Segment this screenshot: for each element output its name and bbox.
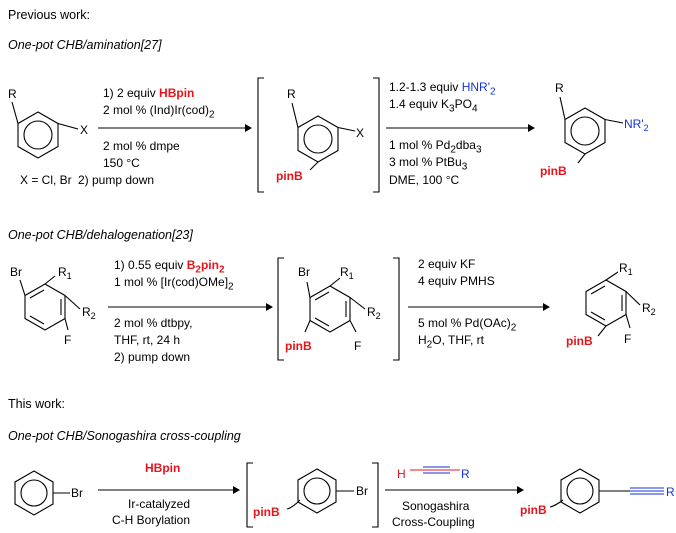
s3-int-pinb-label: pinB — [253, 505, 280, 519]
s2-condition-4: THF, rt, 24 h — [114, 333, 181, 347]
s1-int-r-label: R — [287, 87, 296, 101]
s2-intermediate: Br R1 R2 F pinB — [277, 257, 400, 361]
s2-reagent-4: H2O, THF, rt — [418, 333, 485, 351]
s2-sm-r2-label: R2 — [82, 305, 96, 321]
s1-reagent-1: 1.2-1.3 equiv HNR'2 — [389, 80, 496, 98]
s1-int-pinb-label: pinB — [276, 169, 303, 183]
s2-sm-r1-label: R1 — [58, 265, 72, 281]
s3-bracket-left — [246, 462, 253, 528]
s3-sm-br-label: Br — [71, 486, 83, 500]
s1-prod-amine-label: NR'2 — [624, 117, 649, 133]
s2-reagent-b2pin2: B2pin2 — [186, 258, 225, 276]
s2-condition-5: 2) pump down — [114, 350, 191, 364]
s3-alkyne-r-label: R — [461, 467, 470, 481]
s2-product: R1 R2 F pinB — [566, 261, 656, 348]
s1-reagent-5: DME, 100 °C — [389, 173, 460, 187]
s3-prod-r-label: R — [666, 485, 675, 499]
s3-condition-2: C-H Borylation — [112, 513, 191, 527]
s1-int-x-label: X — [356, 126, 364, 140]
s3-bracket-right — [372, 462, 379, 528]
s1-intermediate: R X pinB — [257, 77, 380, 193]
s3-condition-4: Cross-Coupling — [392, 515, 475, 529]
s2-int-r1-label: R1 — [340, 265, 354, 281]
s1-condition-1: 1) 2 equiv HBpin — [103, 86, 195, 100]
title-amination: One-pot CHB/amination[27] — [8, 38, 162, 52]
s1-prod-r-label: R — [555, 81, 564, 95]
s1-condition-3: 2 mol % dmpe — [103, 139, 180, 153]
s1-reagent-3: 1 mol % Pd2dba3 — [389, 138, 482, 156]
section-previous-work: Previous work: — [8, 8, 90, 22]
s1-product: R NR'2 pinB — [540, 81, 649, 178]
s1-bracket-left — [257, 77, 264, 193]
s3-intermediate: pinB Br — [246, 462, 379, 528]
s1-condition-4: 150 °C — [103, 156, 140, 170]
s1-reagent-amine: HNR'2 — [461, 80, 496, 98]
s3-starting-material: Br — [14, 470, 83, 516]
s1-reagent-2: 1.4 equiv K3PO4 — [389, 97, 478, 115]
s2-int-br-label: Br — [298, 265, 310, 279]
s1-sm-x-label: X — [80, 123, 88, 137]
section-this-work: This work: — [8, 397, 65, 411]
s1-condition-5: 2) pump down — [78, 173, 155, 187]
s2-prod-pinb-label: pinB — [566, 334, 593, 348]
s1-reagent-hbpin: HBpin — [159, 86, 195, 100]
s2-condition-1: 1) 0.55 equiv B2pin2 — [114, 258, 225, 276]
s2-reagent-1: 2 equiv KF — [418, 257, 476, 271]
s1-condition-2: 2 mol % (Ind)Ir(cod)2 — [103, 103, 215, 121]
s1-reagent-4: 3 mol % PtBu3 — [389, 155, 468, 173]
title-sonogashira: One-pot CHB/Sonogashira cross-coupling — [8, 429, 241, 443]
s2-prod-r2-label: R2 — [642, 301, 656, 317]
s3-prod-pinb-label: pinB — [520, 503, 547, 517]
s1-sm-r-label: R — [8, 87, 17, 101]
s3-alkyne-h-label: H — [397, 467, 406, 481]
s2-reagent-2: 4 equiv PMHS — [418, 274, 495, 288]
s3-int-br-label: Br — [356, 484, 368, 498]
s2-int-r2-label: R2 — [367, 305, 381, 321]
s1-starting-material: R X — [8, 87, 88, 159]
s1-halide-note: X = Cl, Br — [20, 173, 72, 187]
s1-bracket-right — [373, 77, 380, 193]
s1-prod-pinb-label: pinB — [540, 164, 567, 178]
s2-sm-br-label: Br — [10, 265, 22, 279]
s2-prod-f-label: F — [624, 332, 631, 346]
s2-bracket-left — [277, 257, 284, 361]
s2-bracket-right — [393, 257, 400, 361]
s2-int-f-label: F — [354, 339, 361, 353]
title-dehalogenation: One-pot CHB/dehalogenation[23] — [8, 228, 193, 242]
s3-condition-3: Sonogashira — [402, 499, 470, 513]
s2-reagent-3: 5 mol % Pd(OAc)2 — [418, 316, 517, 334]
s2-condition-2: 1 mol % [Ir(cod)OMe]2 — [114, 275, 234, 293]
s3-condition-1: Ir-catalyzed — [128, 497, 191, 511]
s3-alkyne-reagent: H R — [397, 466, 470, 481]
s2-int-pinb-label: pinB — [285, 339, 312, 353]
s2-starting-material: Br R1 R2 F — [10, 265, 96, 347]
s2-prod-r1-label: R1 — [619, 261, 633, 277]
s3-reagent-hbpin: HBpin — [145, 461, 181, 475]
s2-condition-3: 2 mol % dtbpy, — [114, 316, 193, 330]
s3-product: pinB R — [520, 468, 675, 517]
s2-sm-f-label: F — [64, 333, 71, 347]
